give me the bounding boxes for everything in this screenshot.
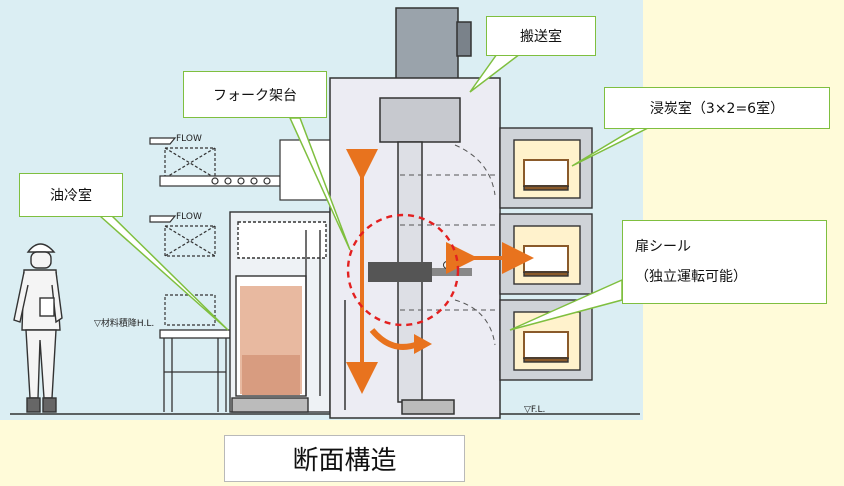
callout-oil-cooling-chamber: 油冷室	[19, 173, 123, 217]
loading-stand	[159, 329, 231, 412]
worker-figure	[13, 243, 63, 413]
callout-fork-base: フォーク架台	[183, 71, 327, 118]
fork-highlight-circle	[346, 213, 460, 327]
rotation-arrow	[369, 328, 420, 350]
door-seal-label: 扉シール	[635, 239, 691, 255]
oil-cooling-chamber-drawing	[229, 211, 331, 413]
callout-transfer-chamber: 搬送室	[486, 16, 596, 56]
door-seal-note: （独立運転可能）	[635, 269, 747, 285]
carburizing-chambers-drawing	[499, 127, 593, 381]
page-title: 断面構造	[224, 435, 465, 482]
callout-leaders	[98, 53, 651, 331]
door-swing-lines	[400, 144, 496, 346]
callout-carburizing-chamber: 浸炭室（3×2=6室）	[604, 87, 830, 129]
callout-door-seal: 扉シール （独立運転可能）	[622, 220, 827, 304]
flow-label-lower: FLOW	[176, 212, 202, 222]
flow-label-upper: FLOW	[176, 134, 202, 144]
material-level-label: ▽材料積降H.L.	[94, 317, 154, 329]
floor-level-label: ▽F.L.	[524, 405, 545, 415]
